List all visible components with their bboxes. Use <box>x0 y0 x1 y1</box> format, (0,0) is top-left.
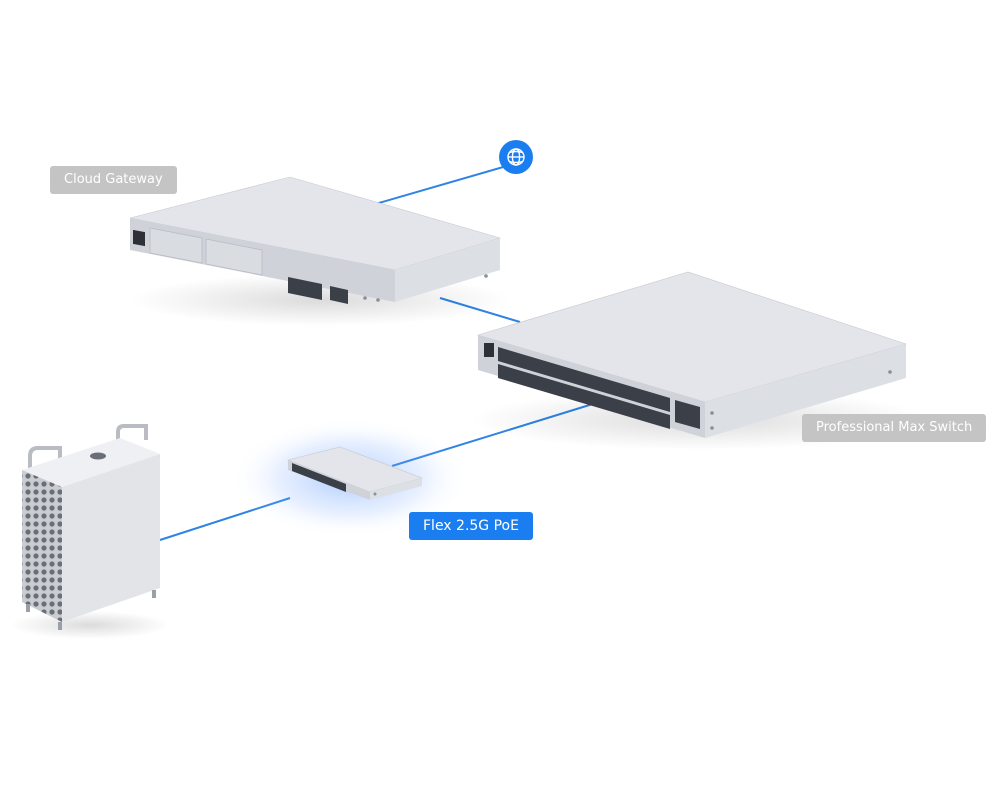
switch-port-array <box>498 347 700 429</box>
tower-computer-icon <box>10 424 170 639</box>
cloud-gateway-device <box>129 176 510 326</box>
pro-max-switch-label: Professional Max Switch <box>802 414 987 442</box>
internet-node <box>499 140 533 174</box>
workstation-device <box>10 424 170 639</box>
globe-icon <box>507 148 525 166</box>
link-internet-gateway <box>371 164 511 206</box>
cloud-gateway-label: Cloud Gateway <box>50 166 177 194</box>
flex-switch-label: Flex 2.5G PoE <box>409 512 533 540</box>
flex-switch-device <box>230 418 470 538</box>
gateway-ports <box>288 277 348 304</box>
